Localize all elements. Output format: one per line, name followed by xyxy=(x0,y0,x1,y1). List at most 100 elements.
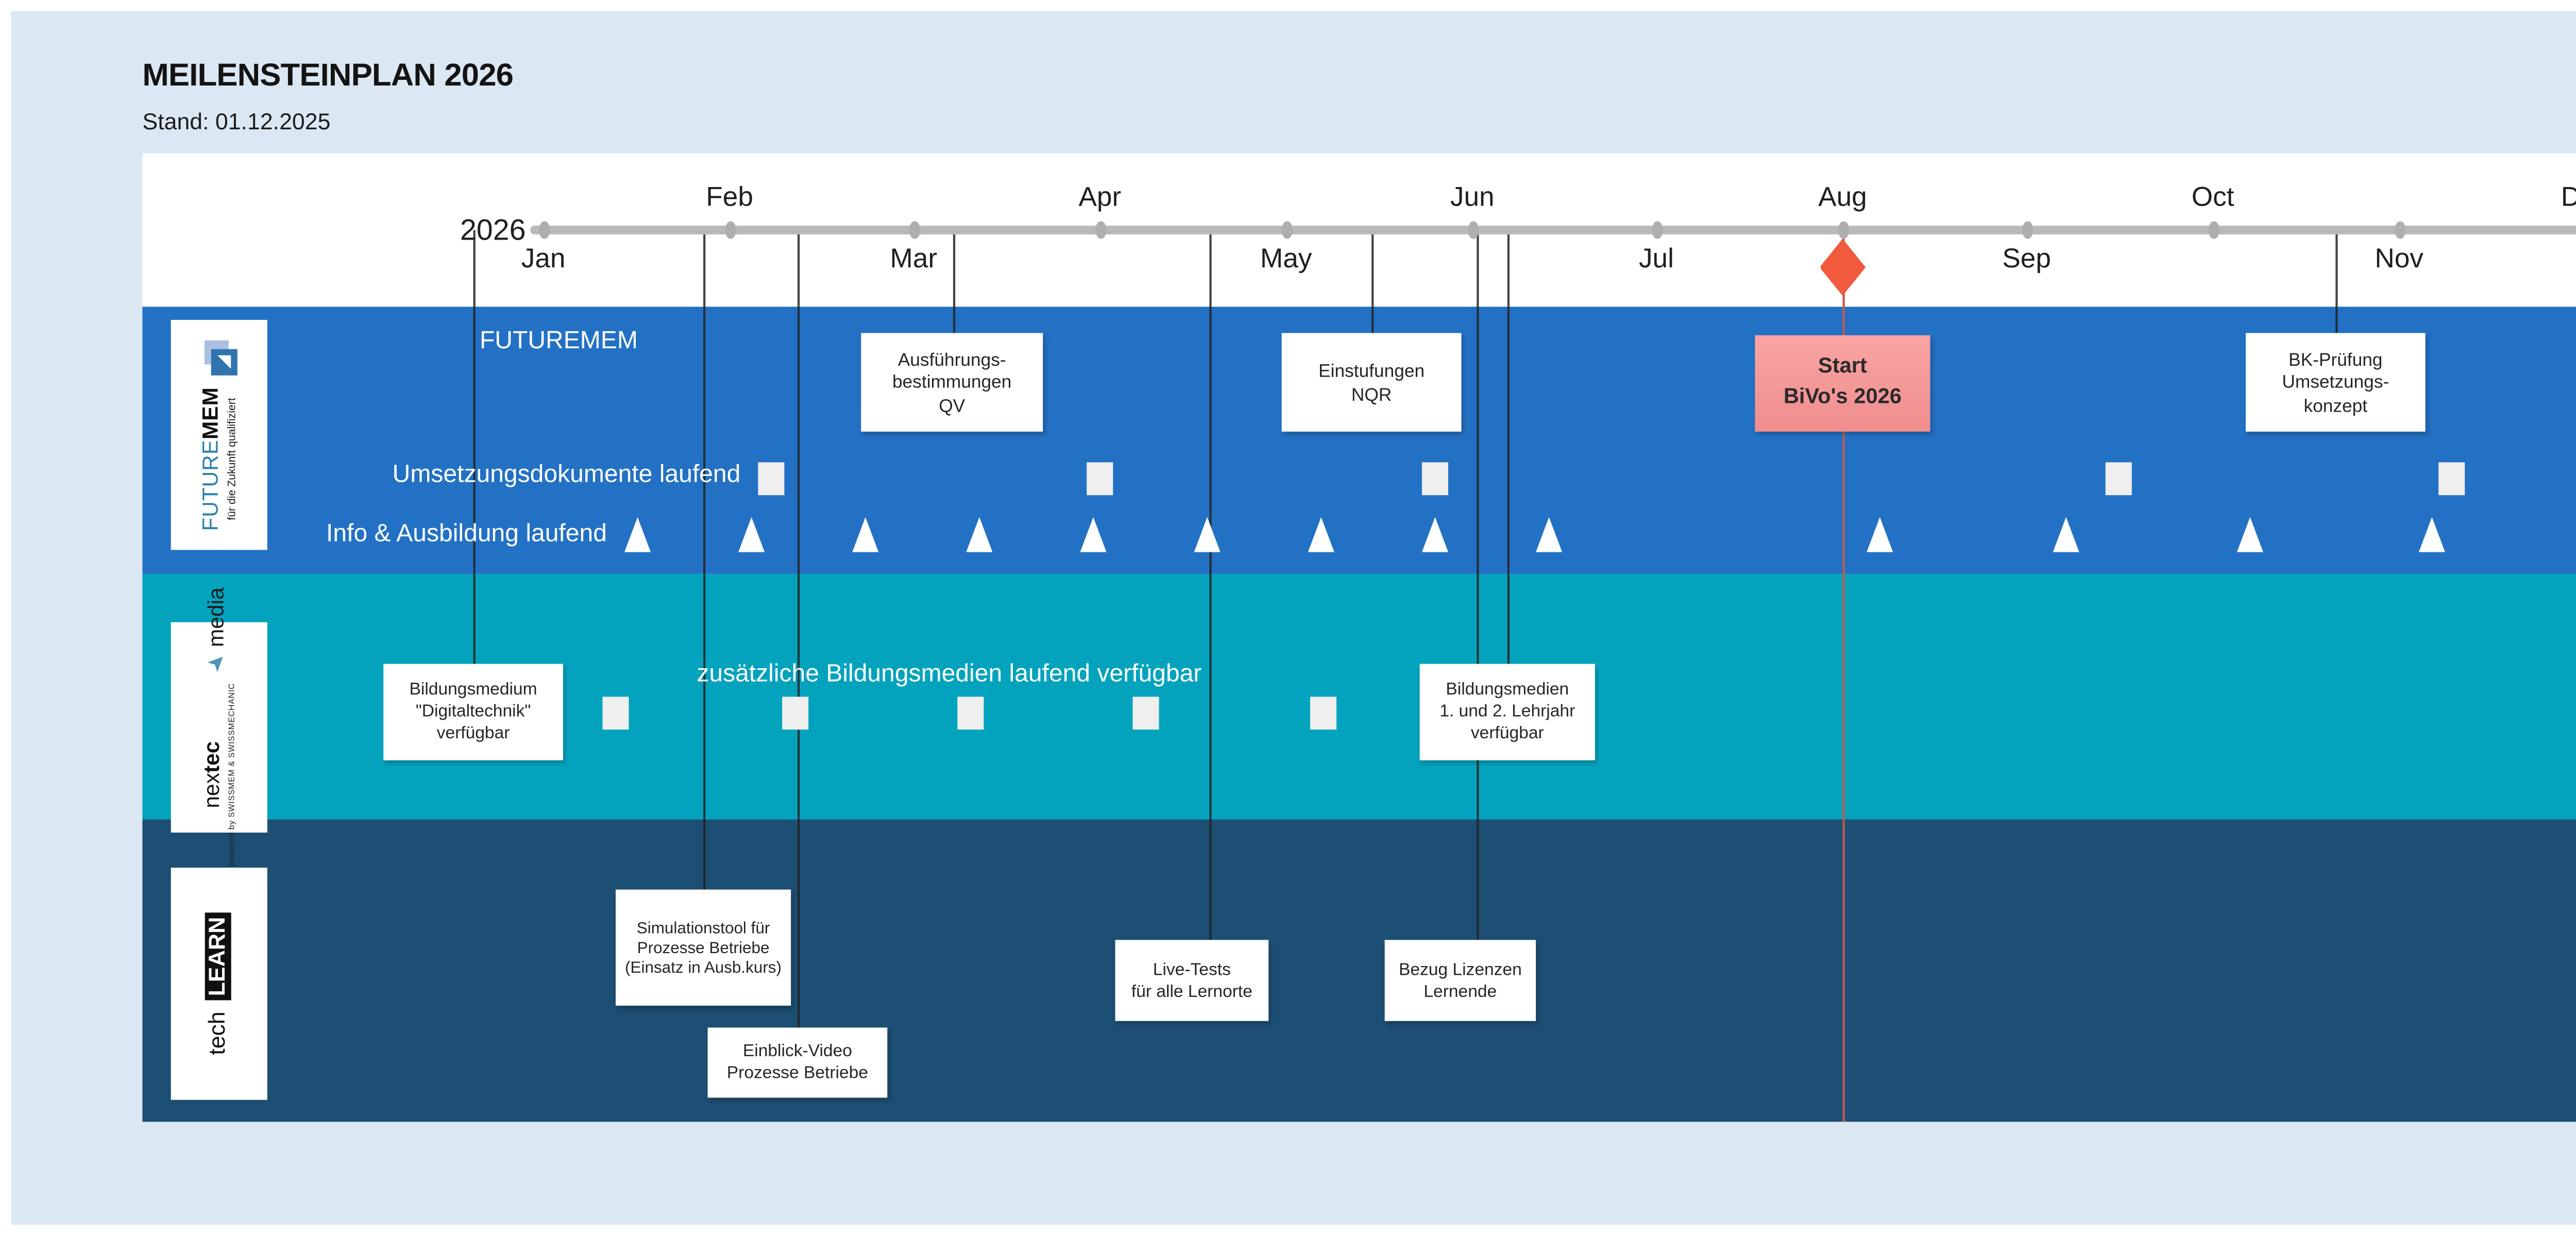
event-marker-triangle xyxy=(1307,517,1333,552)
page-title: MEILENSTEINPLAN 2026 xyxy=(142,59,514,94)
row-label-futuremem: Umsetzungsdokumente laufend xyxy=(392,462,741,489)
ongoing-marker-square xyxy=(1132,697,1160,729)
year-label-2026: 2026 xyxy=(460,213,526,247)
milestone-connector-line xyxy=(953,230,955,333)
event-marker-triangle xyxy=(737,517,764,552)
month-label-Apr: Apr xyxy=(1078,181,1122,213)
milestone-box-line: Ausführungs- xyxy=(897,348,1006,370)
timeline-axis-2026 xyxy=(530,226,2576,234)
milestone-box-line: Bezug Lizenzen xyxy=(1398,958,1522,978)
techlearn-logo-learn: LEARN xyxy=(206,912,232,1001)
ongoing-marker-square xyxy=(1086,462,1114,496)
futuremem-logo-future: FUTURE xyxy=(199,438,224,530)
milestone-connector-line xyxy=(1371,230,1374,333)
techlearn-logo-tech: tech xyxy=(206,1011,232,1055)
milestone-box-line: Bildungsmedien xyxy=(1446,679,1569,699)
futuremem-logo: FUTUREMEM für die Zukunft qualifiziert ◥ xyxy=(199,340,239,530)
page-subtitle: Stand: 01.12.2025 xyxy=(142,109,331,136)
milestone-connector-line xyxy=(1209,230,1211,940)
futuremem-logo-mem: MEM xyxy=(199,386,224,438)
milestone-box-line: Simulationstool für xyxy=(636,917,770,937)
milestone-box-line: QV xyxy=(939,394,965,416)
milestone-box-line: bestimmungen xyxy=(892,370,1012,393)
month-tick-Oct xyxy=(2207,220,2218,239)
logo-card-nextec-media: nextec powered by SWISSMEM & SWISSMECHAN… xyxy=(171,588,267,867)
milestone-box-line: verfügbar xyxy=(1470,723,1544,743)
ongoing-marker-square xyxy=(1309,697,1337,729)
ongoing-marker-square xyxy=(2438,462,2466,496)
ongoing-marker-square xyxy=(757,462,785,496)
month-tick-May xyxy=(1280,220,1292,239)
nextec-logo-nex: nex xyxy=(202,773,227,809)
month-label-Feb: Feb xyxy=(706,181,753,213)
futuremem-logo-tagline: für die Zukunft qualifiziert xyxy=(226,397,239,519)
milestone-box-line: verfügbar xyxy=(436,723,510,743)
nextec-media-logo: nextec powered by SWISSMEM & SWISSMECHAN… xyxy=(202,588,236,867)
month-label-Aug: Aug xyxy=(1818,181,1867,213)
milestone-connector-line xyxy=(1507,230,1510,664)
milestone-connector-line xyxy=(473,230,475,664)
milestone-box-line: Live-Tests xyxy=(1153,958,1231,978)
month-label-Jan: Jan xyxy=(521,243,566,274)
nextec-logo-media: media xyxy=(207,588,231,648)
ongoing-marker-square xyxy=(2105,462,2132,496)
milestone-box-line: Start xyxy=(1818,354,1867,379)
milestone-box-line: NQR xyxy=(1351,382,1392,404)
nextec-logo-tec: tec xyxy=(202,741,227,774)
ongoing-marker-square xyxy=(602,697,630,729)
nextec-logo-tagline: powered by SWISSMEM & SWISSMECHANIC xyxy=(227,683,236,867)
milestone-box-line: Lernende xyxy=(1423,980,1497,1001)
month-label-Mar: Mar xyxy=(890,243,938,274)
nextec-logo-arrow-icon: ➤ xyxy=(203,650,233,680)
event-marker-triangle xyxy=(1193,517,1219,552)
month-tick-Sep xyxy=(2021,220,2032,239)
techlearn-logo: tech LEARN xyxy=(206,912,232,1055)
month-label-Dec: Dec xyxy=(2561,182,2576,213)
nextec-logo-name: nextec xyxy=(202,684,226,867)
month-tick-Jan xyxy=(538,220,549,239)
event-marker-triangle xyxy=(851,517,878,552)
month-tick-Nov xyxy=(2393,220,2405,239)
milestone-box-line: Einstufungen xyxy=(1318,359,1425,382)
futuremem-logo-icon: ◥ xyxy=(200,340,238,377)
milestone-box-line: 1. und 2. Lehrjahr xyxy=(1439,701,1575,721)
ongoing-marker-square xyxy=(957,697,985,729)
month-label-Jun: Jun xyxy=(1450,181,1495,213)
milestone-box-line: Prozesse Betriebe xyxy=(637,937,770,957)
milestone-box-line: Prozesse Betriebe xyxy=(726,1062,869,1082)
event-marker-triangle xyxy=(2052,517,2078,552)
swimlane-techlearn xyxy=(142,819,2576,1122)
logo-card-futuremem: FUTUREMEM für die Zukunft qualifiziert ◥ xyxy=(171,319,267,550)
event-marker-triangle xyxy=(623,517,650,552)
month-label-May: May xyxy=(1260,243,1312,274)
milestone-box-line: "Digitaltechnik" xyxy=(415,701,531,721)
event-marker-triangle xyxy=(2235,517,2262,552)
month-label-Nov: Nov xyxy=(2375,243,2424,274)
event-marker-triangle xyxy=(2417,517,2444,552)
start-bivo-marker-line xyxy=(1842,234,1845,1122)
row-label-futuremem: FUTUREMEM xyxy=(479,328,638,355)
milestone-connector-line xyxy=(703,230,705,890)
milestone-box-line: Bildungsmedium xyxy=(409,679,537,699)
milestone-connector-line xyxy=(2335,230,2337,333)
month-label-Oct: Oct xyxy=(2191,181,2234,213)
event-marker-triangle xyxy=(1866,517,1892,552)
milestone-box-line: BK-Prüfung xyxy=(2289,348,2383,370)
row-label-nextec: zusätzliche Bildungsmedien laufend verfü… xyxy=(697,662,1202,688)
event-marker-triangle xyxy=(1079,517,1106,552)
month-tick-Apr xyxy=(1094,220,1106,239)
futuremem-logo-name: FUTUREMEM xyxy=(199,386,224,530)
row-label-futuremem: Info & Ausbildung laufend xyxy=(326,521,607,548)
month-tick-Jun xyxy=(1467,220,1478,239)
event-marker-triangle xyxy=(1420,517,1447,552)
